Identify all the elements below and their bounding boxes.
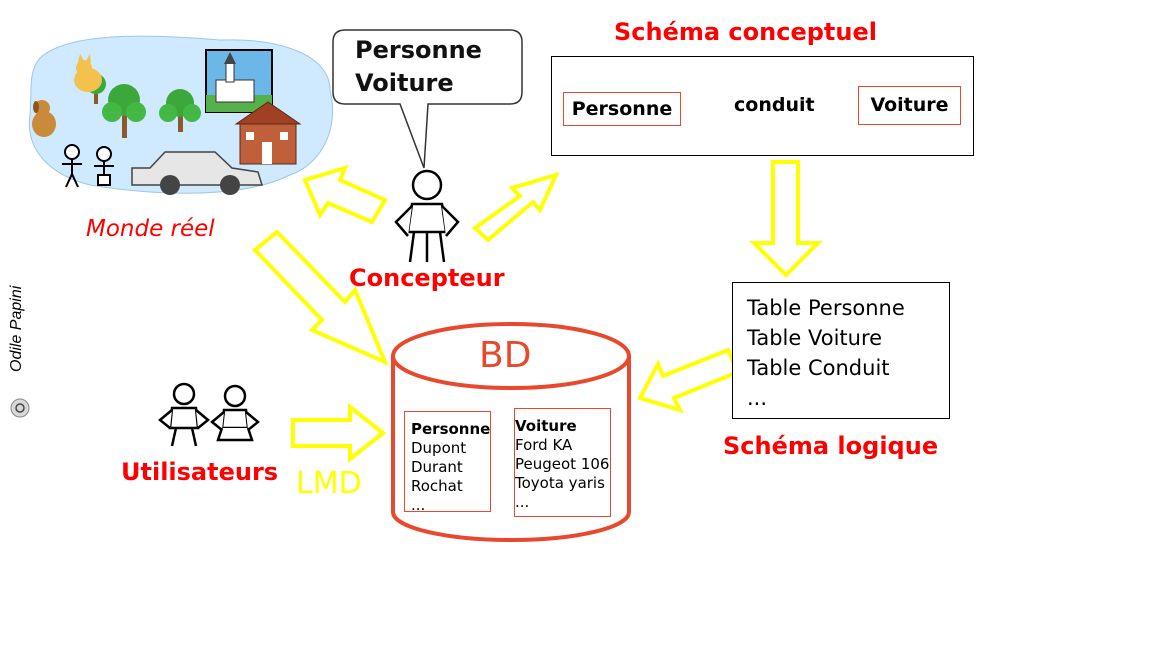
- real-world-label: Monde réel: [86, 216, 215, 242]
- tree-icon: [102, 84, 146, 138]
- users-label: Utilisateurs: [121, 458, 279, 486]
- arrow-designer-to-world: [302, 164, 388, 225]
- logical-schema-box: Table Personne Table Voiture Table Condu…: [732, 282, 950, 419]
- logical-line: ...: [747, 386, 768, 410]
- entity-voiture: Voiture: [858, 86, 961, 125]
- users-figures: [158, 382, 260, 447]
- logical-line: Table Voiture: [747, 326, 883, 350]
- school-icon: [234, 101, 302, 165]
- bubble-line-2: Voiture: [355, 69, 454, 97]
- people-icon: [62, 144, 114, 188]
- author-credit: Odile Papini: [8, 285, 25, 372]
- conceptual-schema-title: Schéma conceptuel: [614, 18, 877, 46]
- db-table-row: Peugeot 106: [515, 455, 610, 473]
- designer-label: Concepteur: [349, 264, 505, 292]
- db-table-row: Durant: [411, 458, 463, 476]
- db-table-header: Personne: [411, 420, 491, 438]
- tree-icon: [159, 89, 201, 132]
- speech-bubble-text: Personne Voiture: [355, 34, 482, 100]
- db-table-row: Dupont: [411, 439, 467, 457]
- bubble-line-1: Personne: [355, 36, 482, 64]
- db-table-row: Ford KA: [515, 436, 573, 454]
- car-icon: [131, 151, 264, 195]
- db-table-personne: Personne Dupont Durant Rochat ...: [404, 411, 491, 514]
- db-table-row: Toyota yaris: [515, 474, 605, 492]
- db-table-voiture: Voiture Ford KA Peugeot 106 Toyota yaris…: [514, 408, 611, 517]
- entity-personne: Personne: [563, 92, 681, 126]
- logical-line: Table Personne: [747, 296, 905, 320]
- logical-schema-title: Schéma logique: [723, 432, 939, 460]
- arrow-conceptual-to-logical: [749, 160, 823, 278]
- church-picture: [205, 49, 273, 113]
- lmd-label: LMD: [296, 466, 362, 501]
- arrow-users-to-db: [291, 402, 387, 464]
- arrow-world-to-db: [252, 229, 389, 366]
- copyright-icon: [10, 398, 30, 418]
- db-table-row: ...: [411, 496, 426, 514]
- designer-figure: [394, 169, 460, 263]
- cat-icon: [74, 54, 102, 92]
- database-cylinder: [391, 322, 631, 542]
- speech-bubble: [332, 29, 523, 169]
- db-table-row: ...: [515, 493, 530, 511]
- arrow-logical-to-db: [637, 347, 741, 414]
- database-label: BD: [479, 335, 532, 376]
- relation-conduit: conduit: [734, 94, 815, 116]
- logical-line: Table Conduit: [747, 356, 890, 380]
- dog-icon: [32, 100, 56, 137]
- db-table-row: Rochat: [411, 477, 463, 495]
- db-table-header: Voiture: [515, 417, 577, 435]
- arrow-designer-to-conceptual: [471, 171, 560, 243]
